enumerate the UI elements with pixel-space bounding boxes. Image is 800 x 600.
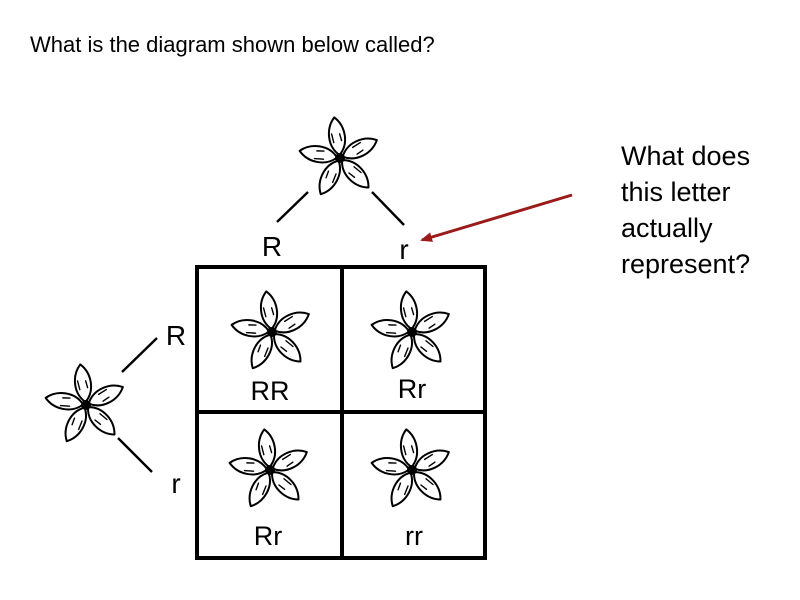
gamete-label-left-1: R bbox=[166, 320, 186, 351]
callout-line: represent? bbox=[621, 249, 751, 279]
callout-line: this letter bbox=[621, 177, 731, 207]
branch-line bbox=[276, 191, 309, 223]
cell-genotype: Rr bbox=[254, 521, 283, 551]
arrow-icon bbox=[420, 193, 573, 242]
callout-line: What does bbox=[621, 141, 751, 171]
flower-icon bbox=[43, 362, 128, 446]
cell-genotype: RR bbox=[251, 376, 290, 406]
branch-line bbox=[121, 337, 158, 373]
cell-genotype: rr bbox=[405, 521, 423, 551]
flower-icon bbox=[297, 115, 382, 199]
question-text: What is the diagram shown below called? bbox=[30, 32, 435, 57]
gamete-label-left-2: r bbox=[171, 468, 180, 499]
flower-icon bbox=[227, 427, 312, 511]
cell-genotype: Rr bbox=[398, 374, 427, 404]
branch-line bbox=[117, 437, 153, 473]
flower-icon bbox=[369, 427, 454, 511]
callout-line: actually bbox=[621, 213, 713, 243]
flower-icon bbox=[229, 289, 314, 373]
branch-line bbox=[371, 191, 405, 226]
gamete-label-top-1: R bbox=[262, 231, 282, 262]
callout-text: What does this letter actually represent… bbox=[621, 138, 796, 282]
gamete-label-top-2: r bbox=[399, 234, 408, 265]
flower-icon bbox=[369, 289, 454, 373]
